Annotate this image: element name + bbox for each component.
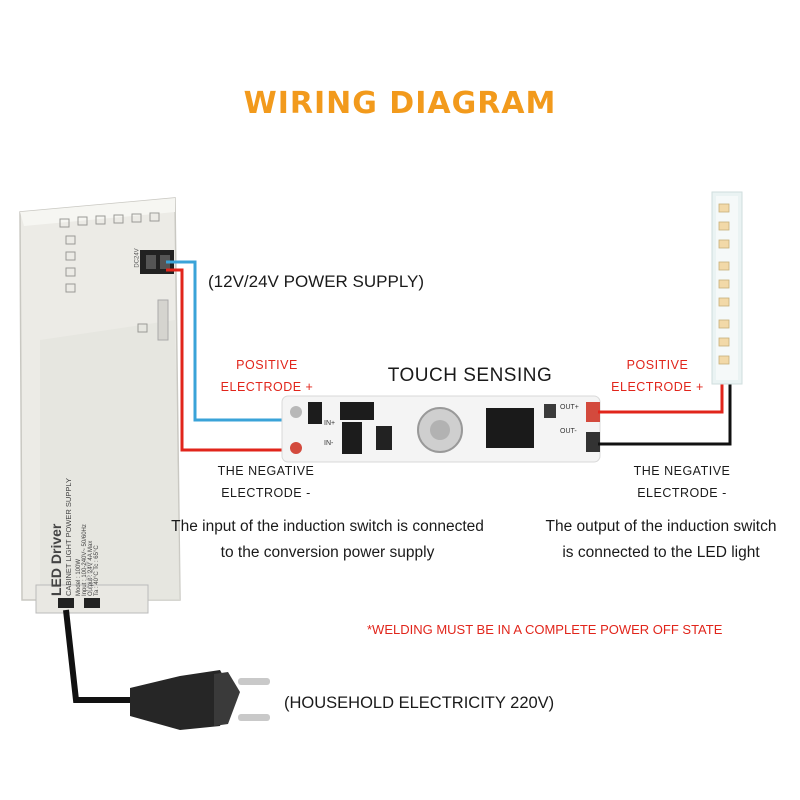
pcb-in-plus-label: IN+ (324, 420, 336, 427)
driver-dc-mark: DC24V (134, 248, 141, 268)
input-description-line1: The input of the induction switch is con… (171, 518, 484, 535)
negative-left-line1: THE NEGATIVE (217, 464, 315, 478)
negative-right-line2: ELECTRODE - (637, 486, 727, 500)
driver-name: LED Driver (48, 523, 64, 596)
negative-right-line1: THE NEGATIVE (633, 464, 731, 478)
input-description-line2: to the conversion power supply (220, 544, 435, 561)
power-supply-label: (12V/24V POWER SUPPLY) (208, 272, 425, 291)
led-driver (19, 197, 181, 614)
power-plug (130, 670, 270, 730)
positive-left-line1: POSITIVE (236, 358, 298, 372)
pcb-out-minus-label: OUT- (560, 428, 577, 435)
household-electricity-label: (HOUSEHOLD ELECTRICITY 220V) (284, 694, 555, 712)
black-negative-output-wire (598, 384, 732, 446)
welding-warning: *WELDING MUST BE IN A COMPLETE POWER OFF… (367, 622, 723, 637)
output-description-line1: The output of the induction switch (545, 518, 777, 535)
positive-right-line1: POSITIVE (626, 358, 689, 372)
diagram-title: WIRING DIAGRAM (243, 86, 557, 121)
blue-positive-wire (166, 260, 290, 422)
pcb-out-plus-label: OUT+ (560, 404, 579, 411)
driver-subtitle: CABINET LIGHT POWER SUPPLY (64, 478, 73, 596)
touch-sensing-label: TOUCH SENSING (387, 365, 553, 386)
positive-left-line2: ELECTRODE + (220, 380, 314, 394)
output-description-line2: is connected to the LED light (562, 544, 760, 561)
driver-input-mark: INPUT (85, 560, 95, 592)
touch-sensing-pcb (281, 395, 601, 463)
led-strip (711, 191, 743, 385)
negative-left-line2: ELECTRODE - (221, 486, 311, 500)
red-negative-input-wire (166, 268, 296, 452)
positive-right-line2: ELECTRODE + (611, 380, 704, 394)
red-positive-output-wire (598, 384, 724, 414)
power-cord (63, 609, 150, 703)
pcb-in-minus-label: IN- (324, 440, 334, 447)
